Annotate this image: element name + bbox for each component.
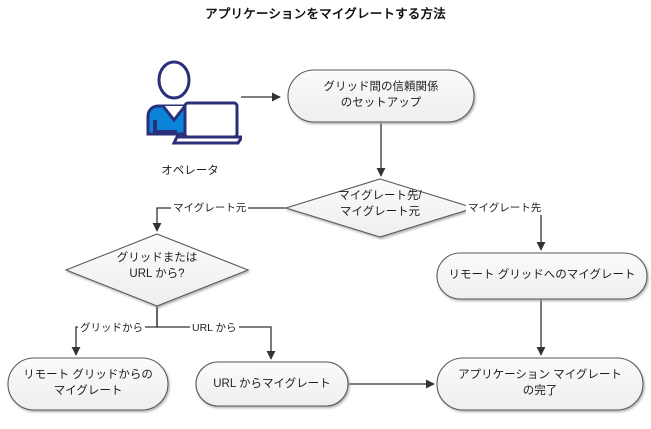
edge-label-from-grid: グリッドから [78,320,145,335]
node-migrate-from-url [195,361,349,407]
edge-label-from-url: URL から [190,320,239,335]
node-source-or-target [284,178,476,238]
node-migrate-from-remote-grid [7,357,169,411]
node-setup-trust [287,69,475,123]
node-migrate-to-remote-grid [436,252,648,300]
node-grid-or-url [64,233,250,307]
person-at-laptop-icon [146,60,242,145]
operator-label: オペレータ [161,165,219,177]
node-migration-complete [436,357,644,411]
page-title: アプリケーションをマイグレートする方法 [205,7,446,21]
edge-label-source: マイグレート元 [171,200,249,215]
edge-label-target: マイグレート先 [466,200,544,215]
